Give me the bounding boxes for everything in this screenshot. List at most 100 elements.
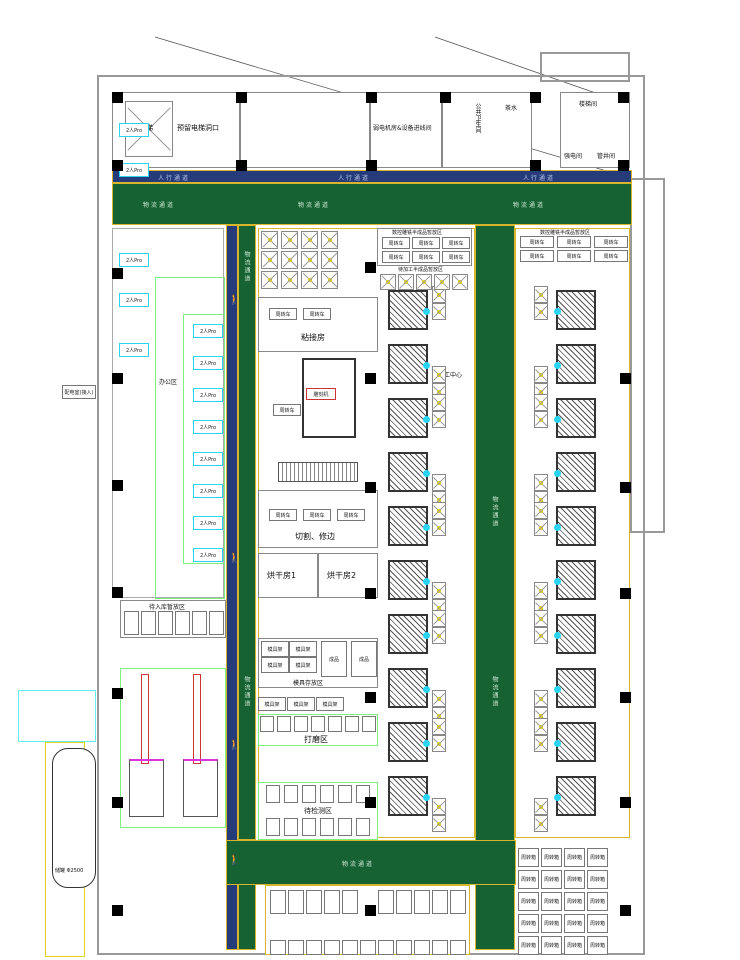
pedestrian-label: 人行通道: [338, 175, 371, 182]
turnover-bin-label: 周转箱: [589, 943, 605, 949]
restroom: 公共卫生间 茶水: [442, 92, 532, 168]
pallet: [534, 303, 548, 320]
rack: [321, 271, 338, 289]
storage-bin: [360, 940, 376, 955]
storage-bin: [288, 940, 304, 955]
operator-icon: [554, 578, 561, 585]
turnover-bin-label: 周转箱: [589, 899, 605, 905]
turnover-bin: 周转箱: [518, 936, 539, 955]
structural-column: [112, 587, 123, 598]
pedestrian-corridor-left: [226, 225, 238, 950]
cart-label: 周转车: [309, 311, 325, 318]
semi-finished-label: 数控雕铣半成品暂放区: [540, 230, 591, 236]
structural-column: [236, 160, 247, 171]
turnover-bin: 周转箱: [518, 914, 539, 933]
structural-column: [365, 905, 376, 916]
semi-finished-2-label: 待加工半成品暂放区: [398, 266, 444, 273]
turnover-bin-label: 周转箱: [566, 855, 582, 861]
rack: [301, 251, 318, 269]
turnover-bin-label: 周转箱: [543, 877, 559, 883]
desk: 2人Pro: [193, 484, 223, 498]
logistics-label: 物流通道: [243, 676, 250, 708]
structural-column: [365, 373, 376, 384]
reserved-elevator-label: 预留电梯洞口: [177, 124, 219, 132]
finished-product: 成品: [351, 641, 377, 677]
stair-annex: [540, 52, 630, 82]
annex-outline: [630, 178, 665, 533]
pallet: [432, 519, 446, 536]
wait-bin: [192, 611, 207, 635]
turnover-cart-label: 周转车: [418, 240, 434, 247]
machining-center: [388, 452, 430, 492]
tank-label: 储罐 Φ2500: [55, 868, 84, 874]
turnover-bin-label: 周转箱: [520, 855, 536, 861]
rack: [301, 231, 318, 249]
turnover-bin-label: 周转箱: [543, 855, 559, 861]
cart-label: 周转车: [279, 407, 295, 414]
turnover-cart: 周转车: [412, 237, 440, 249]
turnover-cart-label: 周转车: [388, 240, 404, 247]
storage-tank: 储罐 Φ2500: [52, 748, 96, 888]
turnover-bin-label: 周转箱: [566, 899, 582, 905]
inspection-bin: [266, 785, 280, 803]
operator-icon: [554, 740, 561, 747]
storage-bin: [306, 940, 322, 955]
desk: 2人Pro: [193, 420, 223, 434]
turnover-cart: 周转车: [273, 404, 301, 416]
bonding-room-label: 粘接房: [301, 333, 325, 342]
turnover-bin: 周转箱: [587, 892, 608, 911]
structural-column: [365, 797, 376, 808]
inspection-bin: [320, 785, 334, 803]
operator-icon: [554, 416, 561, 423]
turnover-cart: 周转车: [520, 250, 554, 262]
structural-column: [620, 905, 631, 916]
pedestrian-icon: 🚶: [228, 855, 241, 866]
storage-bin: [414, 890, 430, 914]
turnover-cart: 周转车: [557, 250, 591, 262]
pallet: [432, 627, 446, 644]
machining-center: [554, 506, 596, 546]
storage-bin: [396, 940, 412, 955]
desk: 2人Pro: [119, 253, 149, 267]
pallet: [432, 411, 446, 428]
turnover-cart: 周转车: [520, 236, 554, 248]
wait-bin: [158, 611, 173, 635]
mold-rack: 模具架: [289, 657, 317, 673]
structural-column: [620, 797, 631, 808]
office-label: 办公区: [159, 379, 178, 386]
machining-center: [388, 344, 430, 384]
pallet: [432, 303, 446, 320]
operator-icon: [423, 740, 430, 747]
turnover-bin-label: 周转箱: [520, 943, 536, 949]
cart-label: 周转车: [343, 512, 359, 519]
turnover-bin: 周转箱: [564, 892, 585, 911]
turnover-cart-label: 周转车: [603, 239, 619, 246]
grinding-bin: [260, 716, 274, 732]
turnover-cart: 周转车: [594, 250, 628, 262]
small-office-rooms: [240, 92, 370, 168]
operator-icon: [423, 578, 430, 585]
structural-column: [365, 692, 376, 703]
grinding-bin: [311, 716, 325, 732]
turnover-cart-label: 周转车: [388, 254, 404, 261]
turnover-bin-label: 周转箱: [543, 921, 559, 927]
pallet: [380, 274, 396, 290]
storage-bin: [288, 890, 304, 914]
structural-column: [366, 160, 377, 171]
logistics-corridor-top: 物流通道 物流通道 物流通道: [112, 183, 632, 225]
pallet: [534, 798, 548, 815]
operator-icon: [554, 686, 561, 693]
storage-bin: [450, 890, 466, 914]
weak-current-room-label: 弱电机房&设备进线间: [373, 125, 432, 132]
desk: 2人Pro: [119, 163, 149, 177]
desk-label: 2人Pro: [199, 328, 217, 335]
turnover-bin: 周转箱: [564, 914, 585, 933]
desk-label: 2人Pro: [199, 424, 217, 431]
turnover-bin: 周转箱: [541, 848, 562, 867]
inspection-bin: [266, 818, 280, 836]
structural-column: [365, 262, 376, 273]
desk-label: 2人Pro: [199, 456, 217, 463]
desk: 2人Pro: [119, 123, 149, 137]
pallet: [432, 474, 446, 491]
turnover-cart: 周转车: [594, 236, 628, 248]
